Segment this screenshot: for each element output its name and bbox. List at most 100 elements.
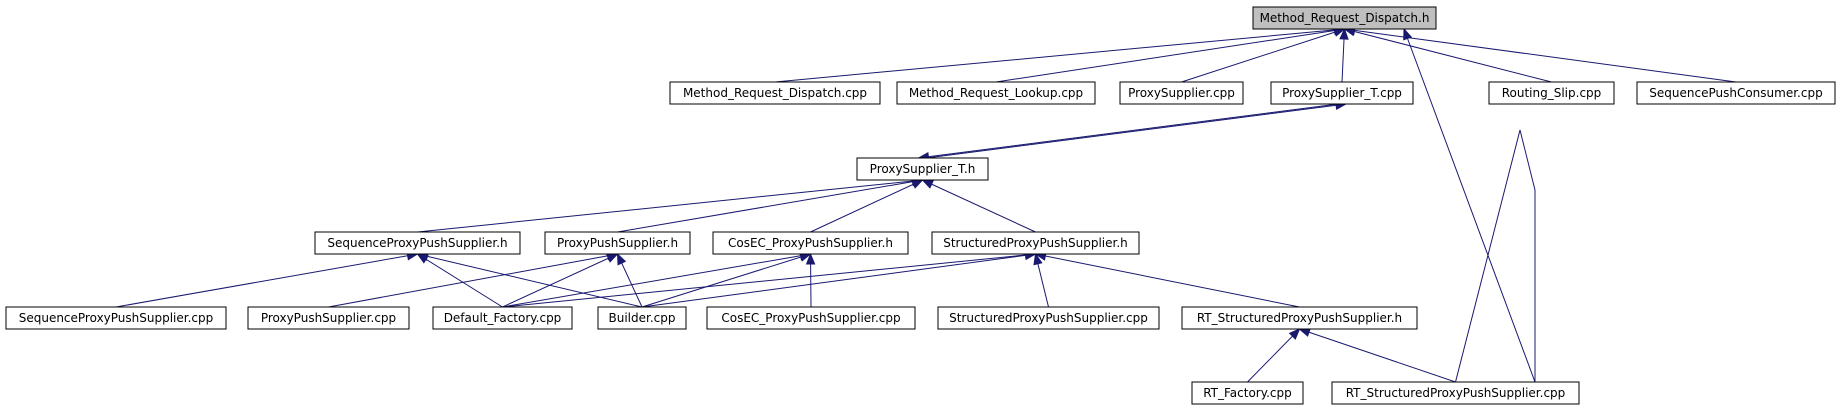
node-proxysupplier-t-h[interactable]: ProxySupplier_T.h bbox=[856, 157, 989, 181]
node-method-request-dispatch-cpp[interactable]: Method_Request_Dispatch.cpp bbox=[669, 81, 881, 105]
edge-proxysupplier-t-cpp-to-method-request-dispatch-h bbox=[1339, 27, 1349, 83]
edge-line bbox=[1247, 328, 1300, 383]
arrowhead bbox=[910, 179, 924, 189]
node-label: SequencePushConsumer.cpp bbox=[1649, 86, 1822, 100]
edge-cosec-proxypushsupplier-cpp-to-cosec-proxypushsupplier-h bbox=[805, 252, 816, 308]
node-proxysupplier-cpp[interactable]: ProxySupplier.cpp bbox=[1119, 81, 1244, 105]
edge-line bbox=[502, 253, 1036, 308]
edge-line bbox=[1344, 28, 1737, 83]
edge-builder-cpp-to-cosec-proxypushsupplier-h bbox=[641, 252, 812, 308]
edge-line bbox=[502, 253, 618, 308]
arrowhead bbox=[1403, 27, 1413, 41]
node-cosec-proxypushsupplier-cpp[interactable]: CosEC_ProxyPushSupplier.cpp bbox=[706, 306, 916, 330]
edge-line bbox=[641, 253, 811, 308]
edge-line bbox=[918, 103, 1339, 159]
edge-structuredproxypushsupplier-h-to-proxysupplier-t-h bbox=[921, 179, 1036, 233]
node-cosec-proxypushsupplier-h[interactable]: CosEC_ProxyPushSupplier.h bbox=[712, 231, 909, 255]
node-label: ProxySupplier_T.cpp bbox=[1282, 86, 1402, 100]
edge-line bbox=[617, 179, 923, 233]
arrowhead bbox=[1033, 252, 1043, 266]
edge-rt-factory-cpp-to-rt-structuredproxypushsupplier-h bbox=[1247, 328, 1301, 383]
node-label: StructuredProxyPushSupplier.h bbox=[943, 236, 1128, 250]
node-default-factory-cpp[interactable]: Default_Factory.cpp bbox=[432, 306, 573, 330]
node-label: StructuredProxyPushSupplier.cpp bbox=[949, 311, 1148, 325]
node-label: Method_Request_Dispatch.cpp bbox=[683, 86, 867, 100]
edge-rt-structuredproxypushsupplier-h-to-structuredproxypushsupplier-h bbox=[1034, 251, 1300, 308]
node-rt-factory-cpp[interactable]: RT_Factory.cpp bbox=[1191, 381, 1304, 405]
node-label: ProxyPushSupplier.h bbox=[557, 236, 678, 250]
node-label: SequenceProxyPushSupplier.h bbox=[327, 236, 507, 250]
edge-line bbox=[417, 179, 923, 233]
edge-line bbox=[1299, 328, 1456, 383]
edge-method-request-dispatch-cpp-to-method-request-dispatch-h bbox=[774, 25, 1346, 83]
edge-rt-structuredproxypushsupplier-cpp-to-rt-structuredproxypushsupplier-h bbox=[1298, 327, 1456, 383]
node-sequencepushconsumer-cpp[interactable]: SequencePushConsumer.cpp bbox=[1636, 81, 1836, 105]
edge-line bbox=[995, 28, 1345, 83]
node-sequenceproxypushsupplier-cpp[interactable]: SequenceProxyPushSupplier.cpp bbox=[5, 306, 227, 330]
edge-cosec-proxypushsupplier-h-to-proxysupplier-t-h bbox=[810, 179, 924, 233]
edge-sequencepushconsumer-cpp-to-method-request-dispatch-h bbox=[1343, 25, 1737, 83]
edge-method-request-lookup-cpp-to-method-request-dispatch-h bbox=[995, 25, 1346, 83]
node-method-request-dispatch-h[interactable]: Method_Request_Dispatch.h bbox=[1252, 6, 1437, 30]
edge-line bbox=[115, 253, 418, 308]
node-label: ProxyPushSupplier.cpp bbox=[261, 311, 396, 325]
graph-edges bbox=[115, 25, 1737, 383]
node-structuredproxypushsupplier-h[interactable]: StructuredProxyPushSupplier.h bbox=[931, 231, 1140, 255]
edge-builder-cpp-to-sequenceproxypushsupplier-h bbox=[416, 251, 643, 308]
edge-line bbox=[1403, 28, 1536, 383]
edge-default-factory-cpp-to-structuredproxypushsupplier-h bbox=[502, 250, 1037, 308]
arrowhead bbox=[1298, 327, 1311, 337]
edge-line bbox=[641, 253, 1036, 308]
edge-proxypushsupplier-cpp-to-proxypushsupplier-h bbox=[328, 251, 619, 308]
edge-line bbox=[502, 253, 811, 308]
edge-default-factory-cpp-to-cosec-proxypushsupplier-h bbox=[502, 251, 812, 308]
edge-routing-slip-cpp-to-method-request-dispatch-h bbox=[1343, 27, 1552, 83]
node-rt-structuredproxypushsupplier-h[interactable]: RT_StructuredProxyPushSupplier.h bbox=[1181, 306, 1418, 330]
node-proxypushsupplier-h[interactable]: ProxyPushSupplier.h bbox=[544, 231, 691, 255]
arrowhead bbox=[1288, 328, 1301, 340]
edge-proxypushsupplier-h-to-proxysupplier-t-h bbox=[617, 177, 924, 233]
node-label: Routing_Slip.cpp bbox=[1502, 86, 1602, 100]
node-label: Builder.cpp bbox=[609, 311, 676, 325]
edge-line bbox=[922, 179, 1036, 233]
node-proxypushsupplier-cpp[interactable]: ProxyPushSupplier.cpp bbox=[247, 306, 410, 330]
node-label: ProxySupplier_T.h bbox=[870, 162, 976, 176]
node-label: ProxySupplier.cpp bbox=[1128, 86, 1235, 100]
edge-line bbox=[328, 253, 618, 308]
arrowhead bbox=[605, 253, 619, 263]
edge-line bbox=[417, 253, 643, 308]
node-label: Method_Request_Lookup.cpp bbox=[909, 86, 1083, 100]
arrowhead bbox=[805, 252, 816, 265]
node-label: RT_StructuredProxyPushSupplier.cpp bbox=[1346, 386, 1566, 400]
node-structuredproxypushsupplier-cpp[interactable]: StructuredProxyPushSupplier.cpp bbox=[937, 306, 1160, 330]
node-label: Default_Factory.cpp bbox=[444, 311, 562, 325]
node-proxysupplier-t-cpp[interactable]: ProxySupplier_T.cpp bbox=[1270, 81, 1414, 105]
node-label: RT_StructuredProxyPushSupplier.h bbox=[1197, 311, 1402, 325]
edge-line bbox=[1344, 28, 1552, 83]
node-rt-structuredproxypushsupplier-cpp[interactable]: RT_StructuredProxyPushSupplier.cpp bbox=[1331, 381, 1580, 405]
arrowhead bbox=[921, 179, 935, 189]
arrowhead bbox=[1339, 27, 1349, 40]
edge-line bbox=[926, 103, 1347, 159]
graph-nodes: Method_Request_Dispatch.h Method_Request… bbox=[5, 6, 1836, 405]
edge-default-factory-cpp-to-proxypushsupplier-h bbox=[502, 253, 619, 308]
edge-line bbox=[810, 179, 923, 233]
edge-line bbox=[1181, 28, 1345, 83]
edge-line bbox=[774, 28, 1345, 83]
node-label: SequenceProxyPushSupplier.cpp bbox=[19, 311, 214, 325]
edge-rt-structuredproxypushsupplier-cpp-to-method-request-dispatch-h bbox=[1403, 27, 1536, 383]
node-builder-cpp[interactable]: Builder.cpp bbox=[597, 306, 687, 330]
edge-line bbox=[1035, 253, 1300, 308]
edge-builder-cpp-to-proxypushsupplier-h bbox=[616, 252, 643, 308]
node-label: Method_Request_Dispatch.h bbox=[1260, 11, 1430, 25]
edge-line bbox=[417, 253, 503, 308]
node-sequenceproxypushsupplier-h[interactable]: SequenceProxyPushSupplier.h bbox=[314, 231, 521, 255]
edge-sequenceproxypushsupplier-h-to-proxysupplier-t-h bbox=[417, 176, 924, 233]
node-method-request-lookup-cpp[interactable]: Method_Request_Lookup.cpp bbox=[896, 81, 1096, 105]
node-label: CosEC_ProxyPushSupplier.h bbox=[728, 236, 893, 250]
edge-proxysupplier-cpp-to-method-request-dispatch-h bbox=[1181, 27, 1346, 83]
edge-default-factory-cpp-to-sequenceproxypushsupplier-h bbox=[416, 253, 503, 308]
node-label: RT_Factory.cpp bbox=[1203, 386, 1292, 400]
node-routing-slip-cpp[interactable]: Routing_Slip.cpp bbox=[1488, 81, 1615, 105]
